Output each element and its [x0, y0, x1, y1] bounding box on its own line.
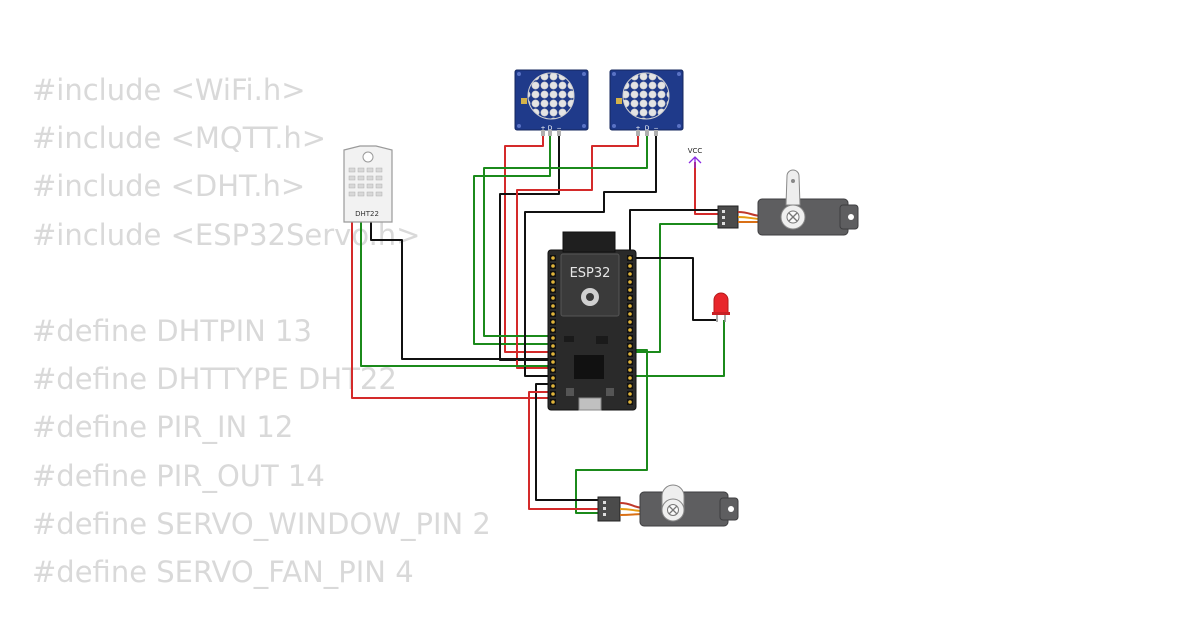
code-line: #define PIR_IN 12: [32, 410, 294, 445]
esp32-pin-contact: [628, 368, 632, 372]
wire-dht-vcc[interactable]: [351, 222, 553, 399]
wire-led-anode[interactable]: [633, 320, 725, 377]
wire-pir1-data[interactable]: [473, 134, 553, 345]
esp32-pin-contact: [628, 376, 632, 380]
esp32-board[interactable]: ESP32: [547, 231, 637, 411]
esp32-pin-contact: [551, 392, 555, 396]
pir1-pin-label-vcc: +: [540, 125, 545, 132]
esp32-pin-contact: [628, 312, 632, 316]
esp32-pin-contact: [628, 256, 632, 260]
esp32-pin-contact: [628, 304, 632, 308]
esp32-pin-contact: [551, 352, 555, 356]
wire-pir2-data[interactable]: [483, 134, 648, 337]
pir-sensor-1[interactable]: + D −: [514, 69, 589, 136]
wire-servo-bottom-signal[interactable]: [575, 349, 648, 514]
esp32-pin-contact: [628, 392, 632, 396]
pir2-pin-label-vcc: +: [635, 125, 640, 132]
esp32-pin-contact: [551, 264, 555, 268]
esp32-pin-contact: [628, 360, 632, 364]
esp32-pin-contact: [628, 320, 632, 324]
esp32-pin-contact: [628, 288, 632, 292]
servo-bottom[interactable]: [597, 484, 739, 527]
vcc-symbol: VCC: [688, 147, 703, 168]
esp32-pin-contact: [628, 280, 632, 284]
red-led[interactable]: [712, 292, 730, 322]
code-listing: #include <WiFi.h> #include <MQTT.h> #inclu…: [32, 66, 491, 596]
esp32-pin-contact: [551, 360, 555, 364]
wire-dht-data[interactable]: [360, 222, 553, 367]
esp32-pin-contact: [551, 256, 555, 260]
esp32-pin-contact: [551, 304, 555, 308]
code-line: #include <MQTT.h>: [32, 121, 327, 156]
pir2-pin-label-gnd: −: [653, 125, 658, 132]
esp32-pin-contact: [628, 352, 632, 356]
wire-servo-bottom-vcc[interactable]: [528, 391, 600, 510]
code-line: #define DHTTYPE DHT22: [32, 362, 397, 397]
esp32-pin-contact: [551, 376, 555, 380]
wire-pir1-vcc[interactable]: [504, 134, 553, 353]
servo-top[interactable]: [717, 169, 859, 236]
esp32-pin-contact: [551, 400, 555, 404]
wire-servo-top-signal[interactable]: [633, 223, 720, 353]
code-line: #define SERVO_WINDOW_PIN 2: [32, 506, 491, 541]
wire-servo-top-vcc[interactable]: [694, 162, 720, 215]
esp32-pin-contact: [628, 384, 632, 388]
esp32-pin-contact: [551, 320, 555, 324]
esp32-pin-headers: [550, 255, 633, 405]
code-line: #define PIR_OUT 14: [32, 458, 325, 493]
esp32-pin-contact: [551, 344, 555, 348]
code-line: #include <ESP32Servo.h>: [32, 217, 421, 252]
wire-pir2-vcc[interactable]: [516, 134, 639, 369]
pir-sensor-2[interactable]: + D −: [609, 69, 684, 136]
wire-servo-bottom-gnd[interactable]: [535, 383, 600, 501]
wire-led-cathode[interactable]: [633, 257, 716, 321]
pir1-pin-label-data: D: [548, 125, 553, 132]
esp32-pin-contact: [551, 280, 555, 284]
esp32-pin-contact: [551, 272, 555, 276]
esp32-pin-contact: [551, 288, 555, 292]
esp32-pin-contact: [551, 384, 555, 388]
vcc-label: VCC: [688, 147, 703, 155]
code-line: #define SERVO_FAN_PIN 4: [32, 554, 414, 589]
code-line: #define DHTPIN 13: [32, 313, 312, 348]
dht22-sensor[interactable]: DHT22: [343, 145, 393, 223]
pir1-pin-label-gnd: −: [556, 125, 561, 132]
wires: [351, 134, 725, 514]
wire-dht-gnd[interactable]: [370, 222, 553, 360]
esp32-pin-contact: [628, 400, 632, 404]
esp32-pin-contact: [551, 368, 555, 372]
code-line: #include <WiFi.h>: [32, 73, 306, 107]
esp32-pin-contact: [628, 336, 632, 340]
esp32-pin-contact: [628, 328, 632, 332]
wire-servo-top-gnd[interactable]: [629, 209, 720, 258]
pir2-pin-label-data: D: [645, 125, 650, 132]
esp32-pin-contact: [628, 272, 632, 276]
esp32-pin-contact: [551, 328, 555, 332]
esp32-pin-contact: [628, 264, 632, 268]
esp32-pin-contact: [628, 296, 632, 300]
esp32-pin-contact: [628, 344, 632, 348]
esp32-label: ESP32: [570, 266, 611, 281]
wire-pir2-gnd[interactable]: [524, 134, 657, 377]
esp32-pin-contact: [551, 336, 555, 340]
esp32-pin-contact: [551, 312, 555, 316]
code-line: #include <DHT.h>: [32, 169, 306, 204]
esp32-pin-contact: [551, 296, 555, 300]
dht-label: DHT22: [355, 210, 379, 218]
